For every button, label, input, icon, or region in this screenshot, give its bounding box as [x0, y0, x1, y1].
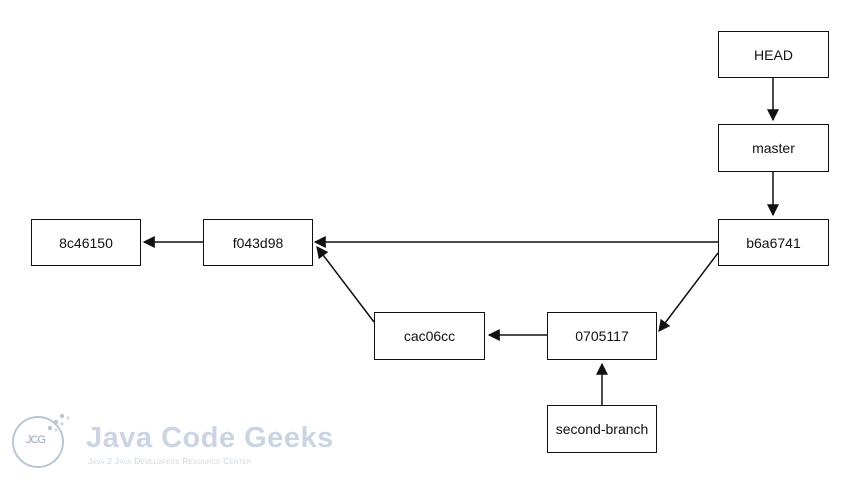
logo-title: Java Code Geeks — [86, 422, 334, 454]
node-head: HEAD — [718, 31, 829, 78]
edge-cac06cc-to-f043d98 — [316, 246, 375, 323]
node-0705117: 0705117 — [547, 312, 657, 360]
logo-mark: JCG — [26, 434, 46, 446]
logo-dots-icon — [47, 413, 70, 432]
logo-circle-icon — [12, 416, 64, 468]
watermark-logo: JCG Java Code Geeks Java 2 Java Develope… — [8, 404, 333, 474]
node-b6a6741: b6a6741 — [718, 219, 829, 266]
logo-subtitle: Java 2 Java Developers Resource Center — [88, 456, 252, 466]
node-8c46150: 8c46150 — [31, 219, 141, 266]
node-second-branch: second-branch — [547, 405, 657, 453]
node-master: master — [718, 124, 829, 172]
edge-b6a6741-to-0705117 — [658, 252, 719, 332]
node-f043d98: f043d98 — [203, 219, 313, 266]
node-cac06cc: cac06cc — [374, 312, 485, 360]
